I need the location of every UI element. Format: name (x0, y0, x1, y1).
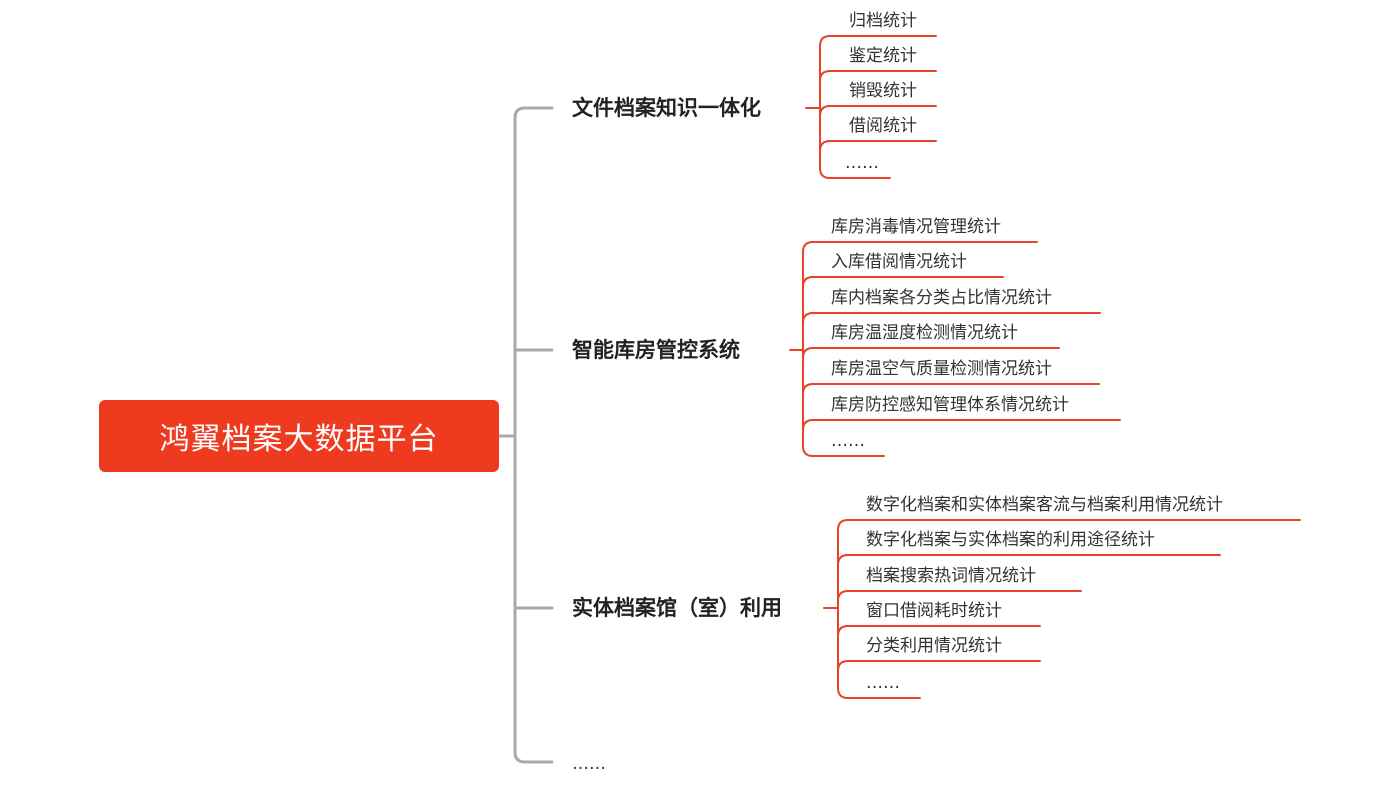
leaf-node[interactable]: 库房消毒情况管理统计 (831, 217, 1001, 237)
leaf-node[interactable]: 分类利用情况统计 (866, 636, 1002, 656)
branch-node-more[interactable]: …… (572, 754, 606, 774)
leaf-node[interactable]: 库房温湿度检测情况统计 (831, 323, 1018, 343)
leaf-node[interactable]: 库房防控感知管理体系情况统计 (831, 395, 1069, 415)
branch-node-smart-warehouse[interactable]: 智能库房管控系统 (572, 338, 740, 362)
leaf-node-more[interactable]: …… (831, 431, 865, 451)
leaf-node[interactable]: 销毁统计 (849, 81, 917, 101)
leaf-node[interactable]: 数字化档案与实体档案的利用途径统计 (866, 530, 1155, 550)
leaf-node[interactable]: 库内档案各分类占比情况统计 (831, 288, 1052, 308)
branch-node-physical-archive[interactable]: 实体档案馆（室）利用 (572, 596, 782, 620)
leaf-node[interactable]: 归档统计 (849, 11, 917, 31)
leaf-node[interactable]: 库房温空气质量检测情况统计 (831, 359, 1052, 379)
leaf-node[interactable]: 入库借阅情况统计 (831, 252, 967, 272)
branch1-vertical (819, 35, 937, 47)
leaf-node[interactable]: 借阅统计 (849, 116, 917, 136)
trunk-line (513, 106, 554, 764)
leaf-node-more[interactable]: …… (866, 673, 900, 693)
leaf-node[interactable]: 鉴定统计 (849, 46, 917, 66)
leaf-node[interactable]: 档案搜索热词情况统计 (866, 566, 1036, 586)
leaf-node[interactable]: 窗口借阅耗时统计 (866, 601, 1002, 621)
leaf-node-more[interactable]: …… (845, 153, 879, 173)
branch-node-document-knowledge[interactable]: 文件档案知识一体化 (572, 96, 761, 120)
root-node[interactable]: 鸿翼档案大数据平台 (99, 400, 499, 472)
leaf-node[interactable]: 数字化档案和实体档案客流与档案利用情况统计 (866, 495, 1223, 515)
